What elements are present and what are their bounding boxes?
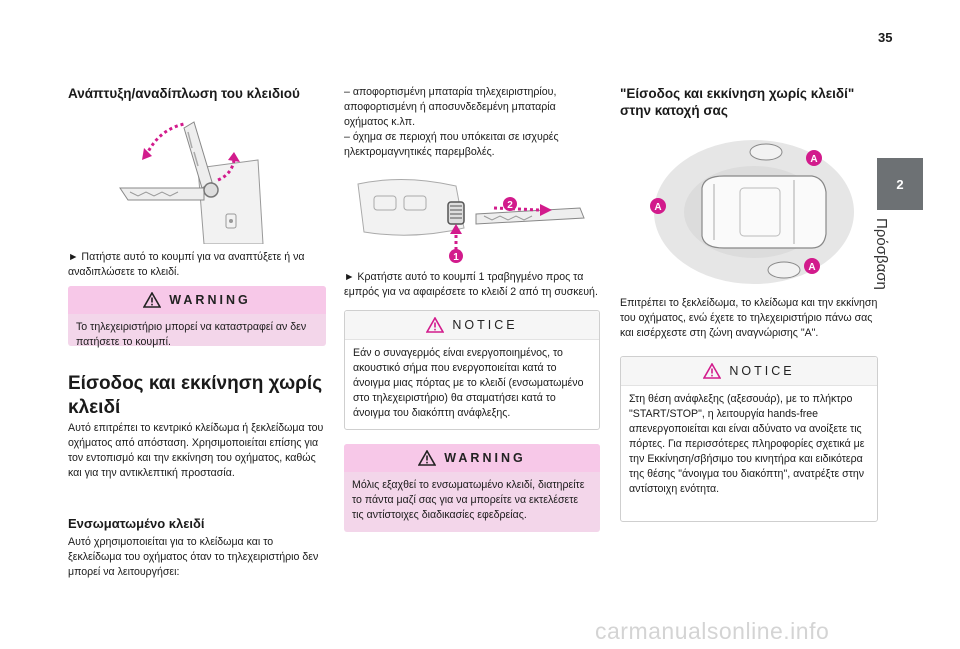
chapter-title: Πρόσβαση xyxy=(873,218,920,308)
chapter-tab[interactable]: 2 xyxy=(877,158,923,210)
warning-triangle-icon xyxy=(143,292,162,308)
notice-box-alarm: NOTICE Εάν ο συναγερμός είναι ενεργοποιη… xyxy=(344,310,600,430)
zone-label-a-bottom: A xyxy=(808,262,815,273)
recognition-zone-illustration: A A A xyxy=(644,136,854,286)
page-number: 35 xyxy=(878,30,893,45)
warning-triangle-icon xyxy=(418,450,437,466)
key-removal-illustration: 2 1 xyxy=(344,174,600,266)
notice-header: NOTICE xyxy=(621,357,877,386)
zone-label-a-left: A xyxy=(654,202,661,213)
key-removal-instruction: ► Κρατήστε αυτό το κουμπί 1 τραβηγμένο π… xyxy=(344,271,598,298)
notice-text: Εάν ο συναγερμός είναι ενεργοποιημένος, … xyxy=(353,347,584,419)
notice-text: Στη θέση ανάφλεξης (αξεσουάρ), με το πλή… xyxy=(629,393,865,495)
callout-2: 2 xyxy=(507,200,513,211)
key-fold-instruction: ► Πατήστε αυτό το κουμπί για να αναπτύξε… xyxy=(68,251,305,278)
notice-label: NOTICE xyxy=(729,364,795,378)
integrated-key-text: Αυτό χρησιμοποιείται για το κλείδωμα και… xyxy=(68,536,319,578)
warning-box-integrated-key: WARNING Μόλις εξαχθεί το ενσωματωμένο κλ… xyxy=(344,444,600,532)
keyless-section-title: Είσοδος και εκκίνηση χωρίς κλειδί xyxy=(68,373,323,418)
warning-text: Το τηλεχειριστήριο μπορεί να καταστραφεί… xyxy=(76,321,307,348)
emergency-conditions: – αποφορτισμένη μπαταρία τηλεχειριστηρίο… xyxy=(344,86,559,158)
keyless-section-text: Αυτό επιτρέπει το κεντρικό κλείδωμα ή ξε… xyxy=(68,422,324,479)
notice-header: NOTICE xyxy=(345,311,599,340)
key-fold-illustration xyxy=(108,108,288,244)
zone-label-a-top: A xyxy=(810,154,817,165)
warning-label: WARNING xyxy=(444,451,526,465)
notice-box-ignition: NOTICE Στη θέση ανάφλεξης (αξεσουάρ), με… xyxy=(620,356,878,522)
warning-text: Μόλις εξαχθεί το ενσωματωμένο κλειδί, δι… xyxy=(352,479,585,521)
callout-1: 1 xyxy=(453,252,459,263)
watermark: carmanualsonline.info xyxy=(595,618,830,644)
hands-free-heading: "Είσοδος και εκκίνηση χωρίς κλειδί" στην… xyxy=(620,86,855,118)
notice-label: NOTICE xyxy=(452,318,518,332)
warning-label: WARNING xyxy=(169,293,251,307)
integrated-key-title: Ενσωματωμένο κλειδί xyxy=(68,516,205,531)
warning-header: WARNING xyxy=(344,444,600,472)
warning-box-key: WARNING Το τηλεχειριστήριο μπορεί να κατ… xyxy=(68,286,326,348)
caution-triangle-icon xyxy=(426,317,445,333)
key-fold-heading: Ανάπτυξη/αναδίπλωση του κλειδιού xyxy=(68,86,300,101)
chapter-title-text: Πρόσβαση xyxy=(873,218,890,290)
warning-header: WARNING xyxy=(68,286,326,314)
hands-free-text: Επιτρέπει το ξεκλείδωμα, το κλείδωμα και… xyxy=(620,297,878,339)
caution-triangle-icon xyxy=(703,363,722,379)
